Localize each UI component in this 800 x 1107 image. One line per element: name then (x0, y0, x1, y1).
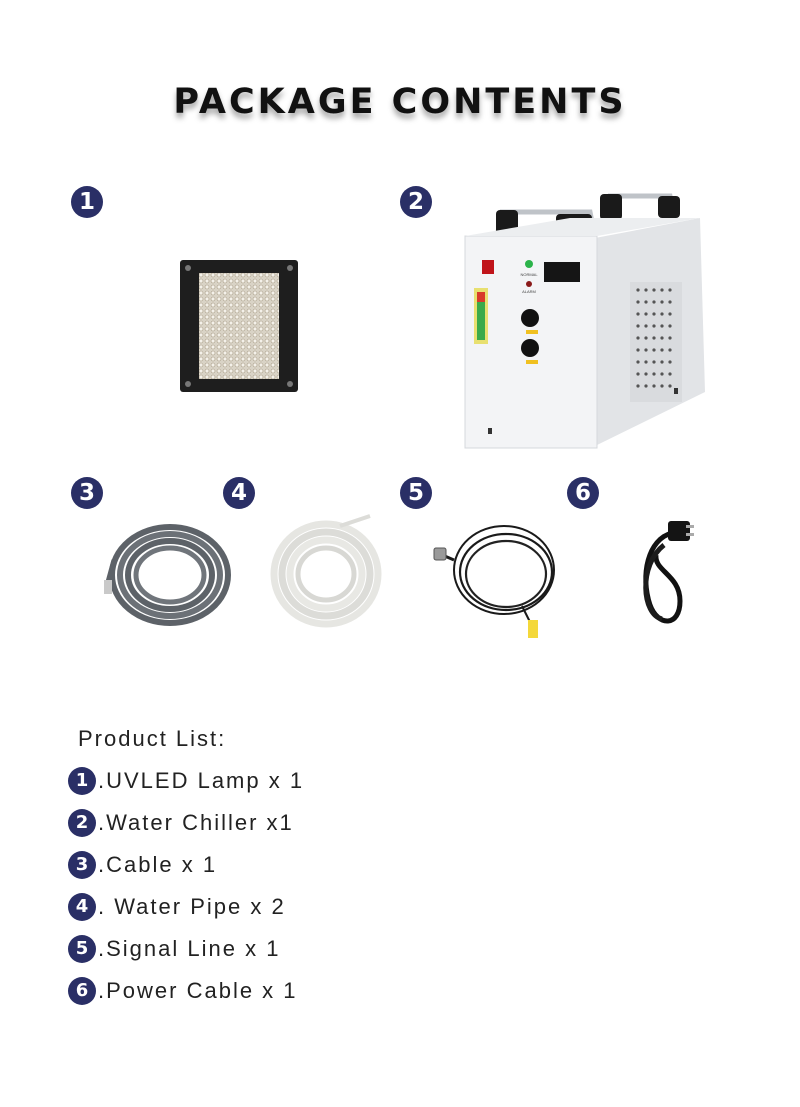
uvled-lamp-image (180, 260, 298, 392)
list-item: 6 .Power Cable x 1 (68, 974, 298, 1008)
number-badge-4: 4 (223, 477, 255, 509)
product-list-heading: Product List: (78, 726, 227, 751)
page-title: PACKAGE CONTENTS (173, 82, 627, 122)
number-badge-1: 1 (71, 186, 103, 218)
list-item: 3 .Cable x 1 (68, 848, 217, 882)
list-item-text: .UVLED Lamp x 1 (98, 768, 305, 793)
chiller-normal-label: NORMAL (520, 272, 538, 277)
number-badge-3: 3 (71, 477, 103, 509)
gray-cable-coil-image (104, 524, 231, 626)
water-chiller-image: NORMAL ALARM (464, 193, 705, 449)
number-badge-2: 2 (400, 186, 432, 218)
list-number-badge: 5 (68, 935, 96, 963)
list-number-badge: 4 (68, 893, 96, 921)
power-cable-image (643, 521, 694, 624)
chiller-alarm-label: ALARM (522, 289, 536, 294)
black-signal-line-image (433, 525, 555, 638)
list-item: 5 .Signal Line x 1 (68, 932, 280, 966)
list-item: 2 .Water Chiller x1 (68, 806, 294, 840)
number-badge-5: 5 (400, 477, 432, 509)
list-item-text: . Water Pipe x 2 (98, 894, 286, 919)
list-item: 4 . Water Pipe x 2 (68, 890, 286, 924)
list-number-badge: 3 (68, 851, 96, 879)
list-item-text: .Signal Line x 1 (98, 936, 281, 961)
list-number-badge: 6 (68, 977, 96, 1005)
list-item-text: .Water Chiller x1 (98, 810, 294, 835)
list-item-text: .Cable x 1 (98, 852, 218, 877)
clear-water-pipe-coil-image (270, 514, 382, 628)
list-item-text: .Power Cable x 1 (98, 978, 298, 1003)
list-item: 1 .UVLED Lamp x 1 (68, 764, 304, 798)
list-number-badge: 2 (68, 809, 96, 837)
list-number-badge: 1 (68, 767, 96, 795)
number-badge-6: 6 (567, 477, 599, 509)
